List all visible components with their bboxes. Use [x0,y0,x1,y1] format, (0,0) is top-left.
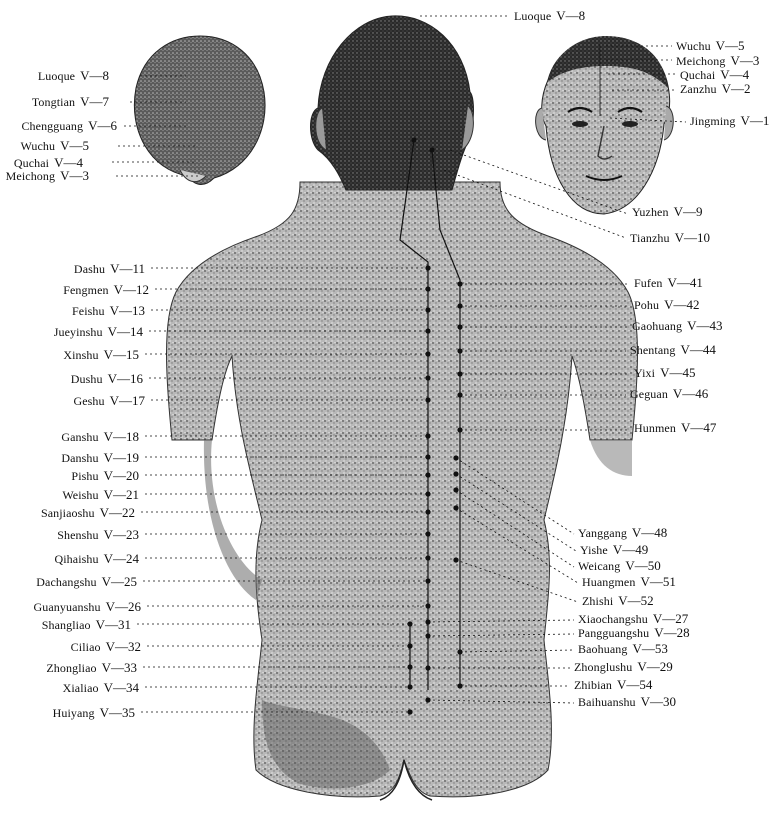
acupoint-dot [457,324,462,329]
acupoint-dot [457,649,462,654]
acupoint-dot [457,371,462,376]
acupoint-dot [453,505,458,510]
acupoint-dot [407,684,412,689]
acupoint-dot [411,137,416,142]
acupoint-dot [425,578,430,583]
acupoint-dot [457,392,462,397]
acupoint-dot [425,328,430,333]
acupoint-dot [425,307,430,312]
acupoint-dot [407,664,412,669]
acupoint-dot [425,491,430,496]
acupoint-dot [425,665,430,670]
torso-back-figure [167,182,638,800]
main-head-figure [311,16,474,190]
acupoint-dot [425,509,430,514]
acupoint-dot [407,621,412,626]
acupoint-dot [457,303,462,308]
acupoint-dot [457,281,462,286]
acupoint-dot [425,265,430,270]
acupoint-dot [425,286,430,291]
acupoint-dot [429,147,434,152]
acupoint-dot [457,348,462,353]
acupoint-dot [425,433,430,438]
label-head-wuchu: WuchuV—5 [20,139,89,153]
acupoint-dot [425,633,430,638]
acupoint-dot [425,351,430,356]
acupoint-dot [453,471,458,476]
acupoint-dot [425,531,430,536]
acupoint-dot [425,472,430,477]
acupoint-dot [407,643,412,648]
acupoint-dot [453,487,458,492]
label-tianzhu: TianzhuV—10 [630,231,710,245]
acupoint-dot [425,375,430,380]
acupoint-dot [453,557,458,562]
acupoint-dot [457,427,462,432]
acupoint-dot [425,603,430,608]
acupoint-dot [453,455,458,460]
acupoint-dot [425,555,430,560]
label-huangmen: HuangmenV—51 [582,575,676,589]
acupoint-dot [425,619,430,624]
label-weishu: WeishuV—21 [62,488,139,502]
label-baihuanshu: BaihuanshuV—30 [578,695,676,709]
acupoint-dot [425,397,430,402]
acupoint-dot [457,683,462,688]
acupoint-dot [425,697,430,702]
acupoint-dot [425,454,430,459]
face-front-figure [536,36,674,214]
acupoint-dot [407,709,412,714]
